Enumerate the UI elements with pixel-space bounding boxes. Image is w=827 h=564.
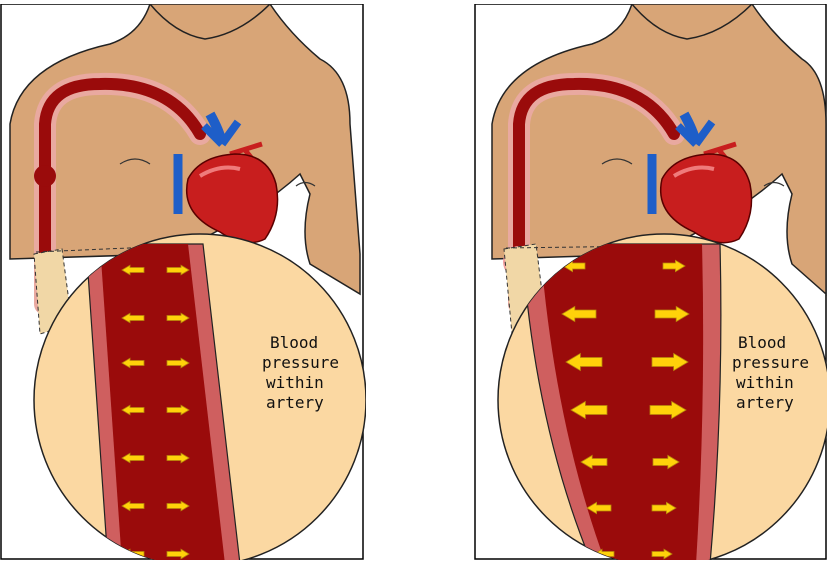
caption-line-4: artery	[266, 393, 324, 412]
caption-line-3: within	[736, 373, 794, 392]
normal-artery-panel: Blood pressure within artery	[0, 4, 366, 560]
caption-line-4: artery	[736, 393, 794, 412]
pulse-artery-panel: Blood pressure within artery	[474, 4, 827, 560]
caption-line-2: pressure	[262, 353, 339, 372]
caption-line-2: pressure	[732, 353, 809, 372]
pulse-artery-illustration: Blood pressure within artery	[474, 4, 827, 560]
caption-line-1: Blood	[270, 333, 318, 352]
caption-line-1: Blood	[738, 333, 786, 352]
caption-line-3: within	[266, 373, 324, 392]
pulse-bulge	[34, 165, 56, 187]
normal-artery-illustration: Blood pressure within artery	[0, 4, 366, 560]
